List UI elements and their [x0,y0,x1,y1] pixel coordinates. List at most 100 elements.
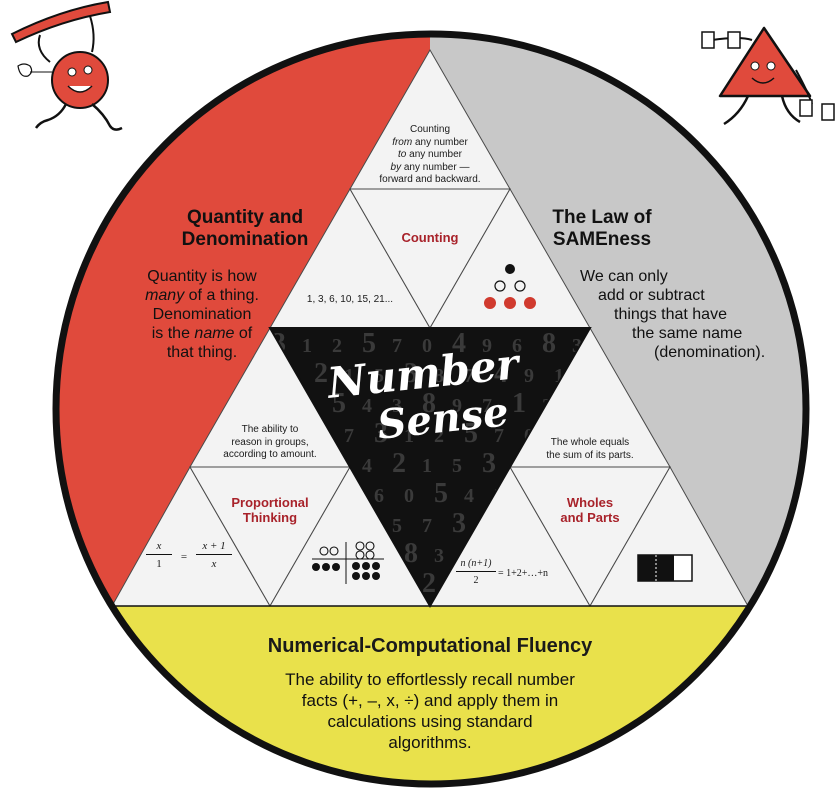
proportional-formula: x 1 = x + 1 x [146,540,236,590]
bg-digit: 7 [482,395,492,417]
proportional-desc-line1: The ability to [241,424,299,435]
bg-digit: 9 [482,335,492,357]
quantity-title-line2: Denomination [181,229,309,250]
formula-frac2: x + 1 x [196,540,232,570]
triangle-character-icon [701,26,835,126]
counting-dots-icon [484,264,536,309]
wholes-title: Wholes and Parts [545,495,635,525]
bg-digit: 4 [452,328,466,359]
number-sense-title: Number Sense [325,339,530,449]
bg-digit: 4 [362,455,372,477]
wholes-frac: n (n+1) 2 [456,558,496,586]
bg-digit: 2 [422,568,436,599]
fluency-body-line-4: algorithms. [388,733,472,752]
sameness-title-line2: SAMEness [552,229,652,250]
bg-digit: 5 [362,328,376,359]
wholes-bar-icon [637,554,693,582]
fluency-title: Numerical-Computational Fluency [267,635,593,657]
formula-eq: = [180,551,188,563]
bg-digit: 1 [422,455,432,477]
sameness-body-line-2: add or subtract [598,287,705,304]
wholes-num: n (n+1) [456,558,496,572]
counting-desc-line-3: to any number [398,149,462,160]
bg-digit: 0 [404,485,414,507]
bg-digit: 3 [374,418,388,449]
wholes-title-line1: Wholes [566,495,614,510]
sameness-body-line-4: the same name [632,325,743,342]
circle-character-icon [10,0,123,131]
bg-digit: 8 [542,328,556,359]
bg-digit: 1 [404,425,414,447]
formula-n2: x + 1 [196,540,232,555]
wholes-rhs: = 1+2+…+n [498,568,549,579]
bg-digit: 6 [374,485,384,507]
bg-digit: 3 [434,545,444,567]
bg-digit: 2 [332,335,342,357]
quantity-title-line1: Quantity and [186,207,304,228]
bg-digit: 3 [572,335,582,357]
proportional-desc-line3: according to amount. [223,449,317,460]
counting-title: Counting [401,230,459,245]
bg-digit: 2 [392,448,406,479]
bg-digit: 1 [344,365,354,387]
counting-sequence: 1, 3, 6, 10, 15, 21... [306,294,394,305]
formula-n1: x [146,540,172,555]
quantity-body-line-1: Quantity is how [147,268,257,285]
sameness-body-line-1: We can only [580,268,668,285]
sameness-title-line1: The Law of [552,207,652,228]
bg-digit: 3 [404,358,418,389]
sameness-body-line-5: (denomination). [654,344,766,361]
proportional-title: Proportional Thinking [215,495,325,525]
bg-digit: 5 [374,365,384,387]
bg-digit: 2 [314,358,328,389]
bg-digit: 7 [422,515,432,537]
counting-desc-line-4: by any number — [390,161,470,173]
proportional-desc-line2: reason in groups, [231,436,309,448]
quantity-body-line-5: that thing. [166,344,238,361]
number-sense-triangle [270,328,590,606]
bg-digit: 8 [422,388,436,419]
bg-digit: 3 [482,448,496,479]
bg-digit: 7 [392,335,402,357]
bg-digit: 2 [434,425,444,447]
sameness-title: The Law of SAMEness [532,207,672,251]
bg-digit: 1 [302,335,312,357]
bg-digit: 1 [512,388,526,419]
bg-digit: 4 [494,358,508,389]
bg-digit: 4 [464,485,474,507]
fluency-body-line-1: The ability to effortlessly recall numbe… [285,670,575,689]
bg-digit: 3 [392,395,402,417]
counting-desc-line-2: from any number [392,136,468,148]
formula-d2: x [211,558,217,570]
bg-digit: 0 [422,335,432,357]
sameness-body-line-3: things that have [614,306,727,323]
fluency-body-line-3: calculations using standard [327,712,533,731]
outer-ring [52,30,810,788]
bg-digit: 8 [434,365,444,387]
quantity-body-line-3: Denomination [152,306,252,323]
bg-digit: 8 [404,538,418,569]
quantity-body-line-4: is the name of [151,325,253,342]
bg-digit: 7 [494,425,504,447]
bg-digit: 5 [392,515,402,537]
bg-digit: 3 [452,508,466,539]
wholes-desc-line1: The whole equals [550,437,630,448]
proportional-title-line1: Proportional [231,495,309,510]
wholes-den: 2 [473,575,479,586]
bg-digit: 9 [452,395,462,417]
bg-digit: 5 [452,455,462,477]
bg-digit: 4 [362,395,372,417]
bg-digit: 1 [554,365,564,387]
bg-digit: 5 [464,418,478,449]
bg-digit: 9 [524,365,534,387]
sameness-body: We can only add or subtract things that ha… [570,267,790,362]
formula-d1: 1 [156,558,162,570]
counting-desc-line-1: Counting [409,124,451,135]
counting-desc-line-5: forward and backward. [379,174,481,185]
fluency-body: The ability to effortlessly recall numbe… [190,669,670,753]
fluency-body-line-2: facts (+, –, x, ÷) and apply them in [301,691,559,710]
quantity-title: Quantity and Denomination [150,207,340,251]
